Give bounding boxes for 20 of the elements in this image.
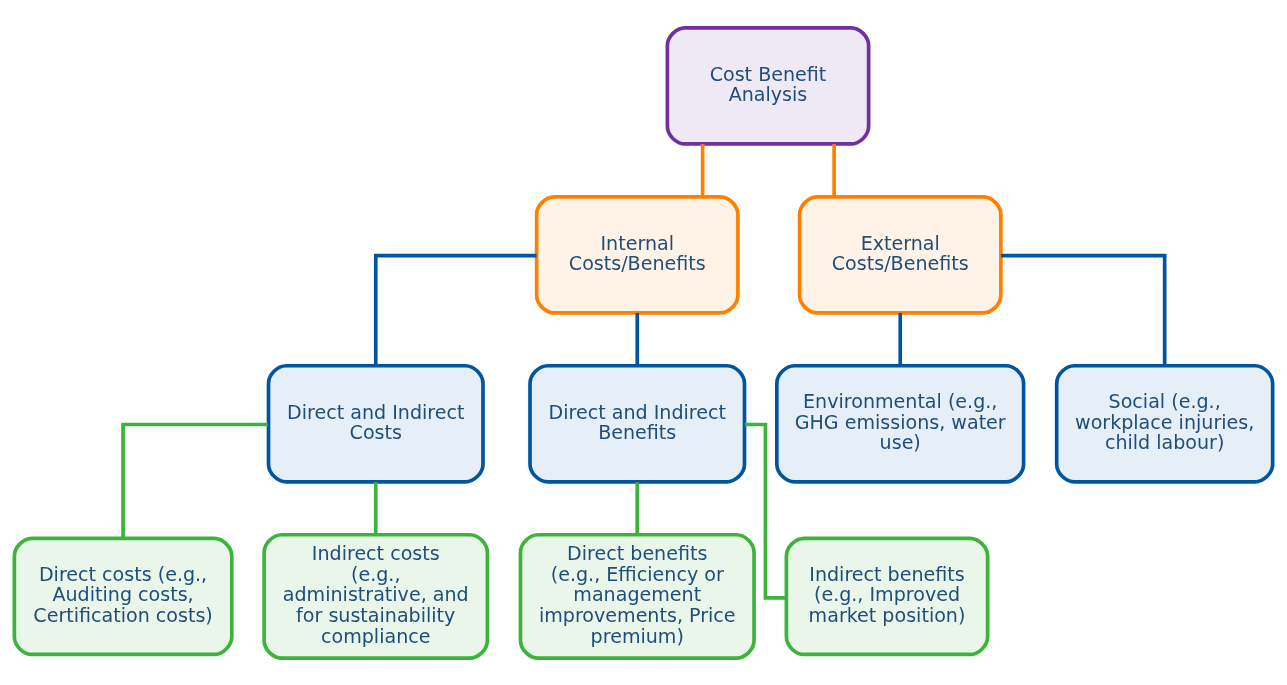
node-box: Direct costs (e.g., Auditing costs, Certification costs): [12, 536, 234, 656]
node-box: Environmental (e.g., GHG emissions, water use): [775, 363, 1026, 484]
node-box: Internal Costs/Benefits: [534, 194, 740, 315]
node-box: Direct and Indirect Benefits: [528, 363, 747, 484]
node-box: Direct benefits (e.g., Efficiency or management improvements, Price premium): [518, 532, 756, 660]
connector: [635, 312, 640, 366]
connector: [373, 253, 537, 365]
connector: [898, 312, 903, 366]
node-box: Social (e.g., workplace injuries, child labour): [1054, 363, 1275, 484]
connector: [1000, 253, 1167, 365]
connector: [700, 143, 705, 197]
node-box: Indirect benefits (e.g., Improved market position): [784, 536, 990, 656]
node-box: External Costs/Benefits: [797, 194, 1003, 315]
node-box: Indirect costs (e.g., administrative, and for sustainability compliance: [262, 532, 490, 660]
connector: [121, 422, 268, 538]
node-box: Direct and Indirect Costs: [266, 363, 485, 484]
connector: [832, 143, 836, 197]
connector: [373, 481, 378, 534]
node-box: Cost Benefit Analysis: [665, 25, 871, 146]
connector: [635, 481, 640, 534]
